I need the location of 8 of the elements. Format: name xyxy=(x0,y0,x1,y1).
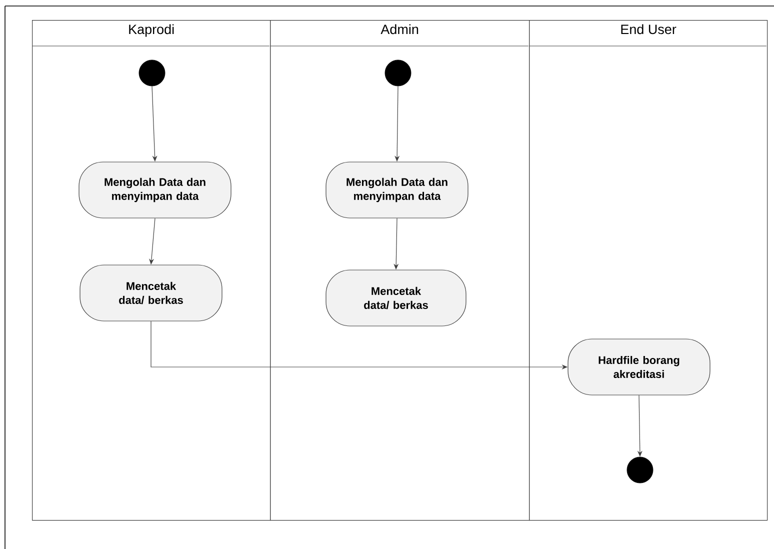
activity-box: Mencetak data/ berkas xyxy=(326,270,466,326)
state-dot xyxy=(626,456,654,484)
activity-box: Mengolah Data dan menyimpan data xyxy=(78,162,232,218)
state-dot xyxy=(384,60,412,86)
activity-box: Mengolah Data dan menyimpan data xyxy=(326,162,468,218)
activity-box: Hardfile borang akreditasi xyxy=(568,338,710,396)
activity-box: Mencetak data/ berkas xyxy=(80,264,222,322)
state-dot xyxy=(138,60,166,86)
